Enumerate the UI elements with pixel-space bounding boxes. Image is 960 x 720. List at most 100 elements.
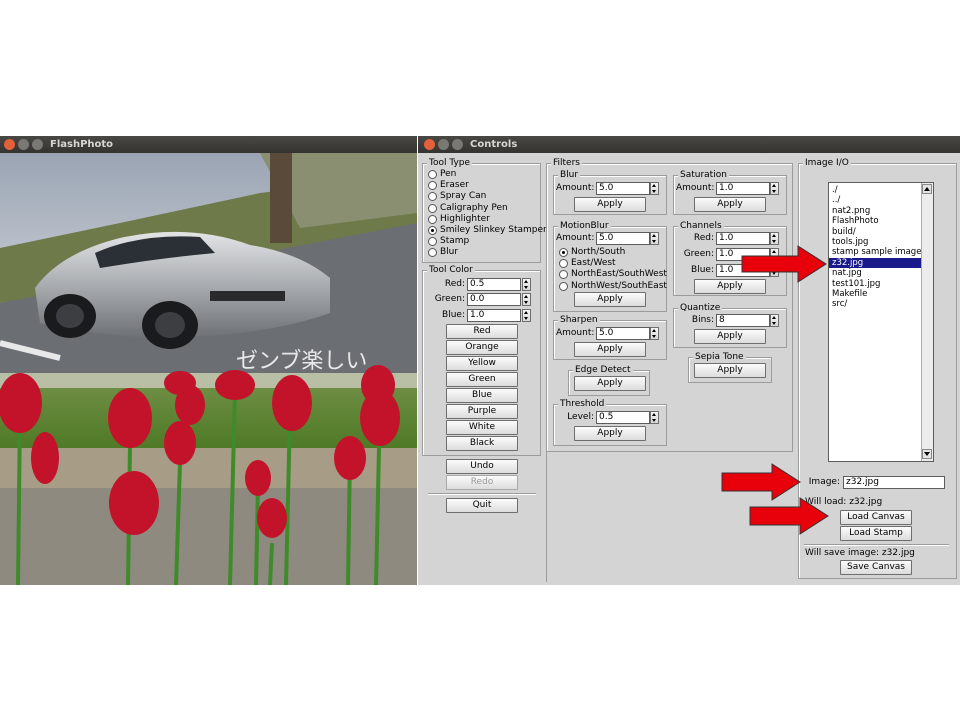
tool-option-label: Blur xyxy=(440,247,459,258)
divider xyxy=(428,493,536,494)
sepia-title: Sepia Tone xyxy=(693,351,746,363)
tool-blue-input[interactable]: 1.0 xyxy=(467,309,521,322)
tool-green-spinner[interactable] xyxy=(522,293,531,306)
radio-icon[interactable] xyxy=(428,248,437,258)
threshold-level-input[interactable]: 0.5 xyxy=(596,411,650,424)
threshold-level-spinner[interactable] xyxy=(650,411,659,424)
radio-icon[interactable] xyxy=(559,259,568,269)
quit-button[interactable]: Quit xyxy=(446,498,518,513)
threshold-title: Threshold xyxy=(558,398,607,410)
file-list-item[interactable]: FlashPhoto xyxy=(832,216,879,227)
color-preset-button[interactable]: White xyxy=(446,420,518,435)
maximize-icon[interactable] xyxy=(452,139,463,150)
threshold-apply-button[interactable]: Apply xyxy=(574,426,646,441)
annotation-arrow-icon xyxy=(741,245,827,283)
annotation-arrow-icon xyxy=(749,497,829,535)
channels-red-input[interactable]: 1.0 xyxy=(716,232,770,245)
controls-titlebar[interactable]: Controls xyxy=(418,136,960,153)
color-preset-button[interactable]: Yellow xyxy=(446,356,518,371)
blur-apply-button[interactable]: Apply xyxy=(574,197,646,212)
tool-red-spinner[interactable] xyxy=(522,278,531,291)
load-stamp-button[interactable]: Load Stamp xyxy=(840,526,912,541)
file-list-item[interactable]: Makefile xyxy=(832,288,868,299)
motion-blur-apply-button[interactable]: Apply xyxy=(574,292,646,307)
file-list-item[interactable]: nat2.png xyxy=(832,205,871,216)
image-filename-input[interactable]: z32.jpg xyxy=(843,476,945,489)
threshold-group: Threshold xyxy=(553,398,667,446)
channels-red-spinner[interactable] xyxy=(770,232,779,245)
saturation-apply-button[interactable]: Apply xyxy=(694,197,766,212)
sharpen-amount-input[interactable]: 5.0 xyxy=(596,327,650,340)
file-list-item[interactable]: nat.jpg xyxy=(832,268,862,279)
motion-blur-amount-spinner[interactable] xyxy=(650,232,659,245)
sharpen-amount-spinner[interactable] xyxy=(650,327,659,340)
tool-blue-spinner[interactable] xyxy=(522,309,531,322)
radio-icon[interactable] xyxy=(559,248,568,257)
tool-color-group: Tool Color xyxy=(422,264,541,456)
saturation-amount-input[interactable]: 1.0 xyxy=(716,182,770,195)
saturation-amount-spinner[interactable] xyxy=(770,182,779,195)
file-list-item[interactable]: src/ xyxy=(832,299,848,310)
blur-amount-spinner[interactable] xyxy=(650,182,659,195)
sharpen-apply-button[interactable]: Apply xyxy=(574,342,646,357)
edge-detect-apply-button[interactable]: Apply xyxy=(574,376,646,391)
radio-icon[interactable] xyxy=(428,214,437,224)
tool-option-label: Highlighter xyxy=(440,213,490,224)
motion-blur-amount-label: Amount: xyxy=(556,233,595,243)
blur-amount-input[interactable]: 5.0 xyxy=(596,182,650,195)
file-list-item[interactable]: ./ xyxy=(832,185,838,195)
canvas-image[interactable]: ゼンブ楽しい xyxy=(0,153,417,585)
flashphoto-titlebar[interactable]: FlashPhoto xyxy=(0,136,417,153)
undo-button[interactable]: Undo xyxy=(446,459,518,474)
scroll-up-icon[interactable] xyxy=(922,184,932,194)
tool-red-label: Red: xyxy=(444,279,465,289)
filters-column-divider xyxy=(546,450,547,582)
annotation-arrow-icon xyxy=(721,463,801,501)
radio-icon[interactable] xyxy=(428,237,437,247)
file-list-scrollbar[interactable] xyxy=(921,183,933,461)
color-preset-button[interactable]: Purple xyxy=(446,404,518,419)
channels-apply-button[interactable]: Apply xyxy=(694,279,766,294)
radio-icon[interactable] xyxy=(559,270,568,280)
color-preset-button[interactable]: Black xyxy=(446,436,518,451)
quantize-bins-spinner[interactable] xyxy=(770,314,779,327)
file-list-item[interactable]: build/ xyxy=(832,226,856,237)
radio-icon[interactable] xyxy=(428,192,437,202)
save-canvas-button[interactable]: Save Canvas xyxy=(840,560,912,575)
flashphoto-canvas[interactable]: ゼンブ楽しい xyxy=(0,153,417,585)
channels-green-label: Green: xyxy=(683,249,714,259)
saturation-title: Saturation xyxy=(678,169,729,181)
tool-option-label: Spray Can xyxy=(440,191,487,202)
radio-icon[interactable] xyxy=(428,226,437,235)
radio-icon[interactable] xyxy=(559,281,568,291)
tool-green-input[interactable]: 0.0 xyxy=(467,293,521,306)
color-preset-button[interactable]: Green xyxy=(446,372,518,387)
color-preset-button[interactable]: Orange xyxy=(446,340,518,355)
tool-option-label: Smiley Slinkey Stamper xyxy=(440,225,547,235)
color-preset-button[interactable]: Red xyxy=(446,324,518,339)
load-canvas-button[interactable]: Load Canvas xyxy=(840,510,912,525)
radio-icon[interactable] xyxy=(428,170,437,179)
radio-icon[interactable] xyxy=(428,181,437,191)
file-list-item[interactable]: z32.jpg xyxy=(829,257,921,269)
file-list-item[interactable]: ../ xyxy=(832,195,841,206)
file-list-item[interactable]: tools.jpg xyxy=(832,236,869,247)
redo-button[interactable]: Redo xyxy=(446,475,518,490)
tool-option-label: Eraser xyxy=(440,180,469,191)
scroll-down-icon[interactable] xyxy=(922,449,932,459)
maximize-icon[interactable] xyxy=(32,139,43,150)
file-list-item[interactable]: stamp sample image xyxy=(832,247,922,258)
minimize-icon[interactable] xyxy=(438,139,449,150)
close-icon[interactable] xyxy=(4,139,15,150)
tool-red-input[interactable]: 0.5 xyxy=(467,278,521,291)
close-icon[interactable] xyxy=(424,139,435,150)
file-list-item[interactable]: test101.jpg xyxy=(832,278,881,289)
color-preset-button[interactable]: Blue xyxy=(446,388,518,403)
radio-icon[interactable] xyxy=(428,203,437,213)
minimize-icon[interactable] xyxy=(18,139,29,150)
quantize-apply-button[interactable]: Apply xyxy=(694,329,766,344)
sepia-apply-button[interactable]: Apply xyxy=(694,363,766,378)
quantize-bins-input[interactable]: 8 xyxy=(716,314,770,327)
motion-blur-amount-input[interactable]: 5.0 xyxy=(596,232,650,245)
